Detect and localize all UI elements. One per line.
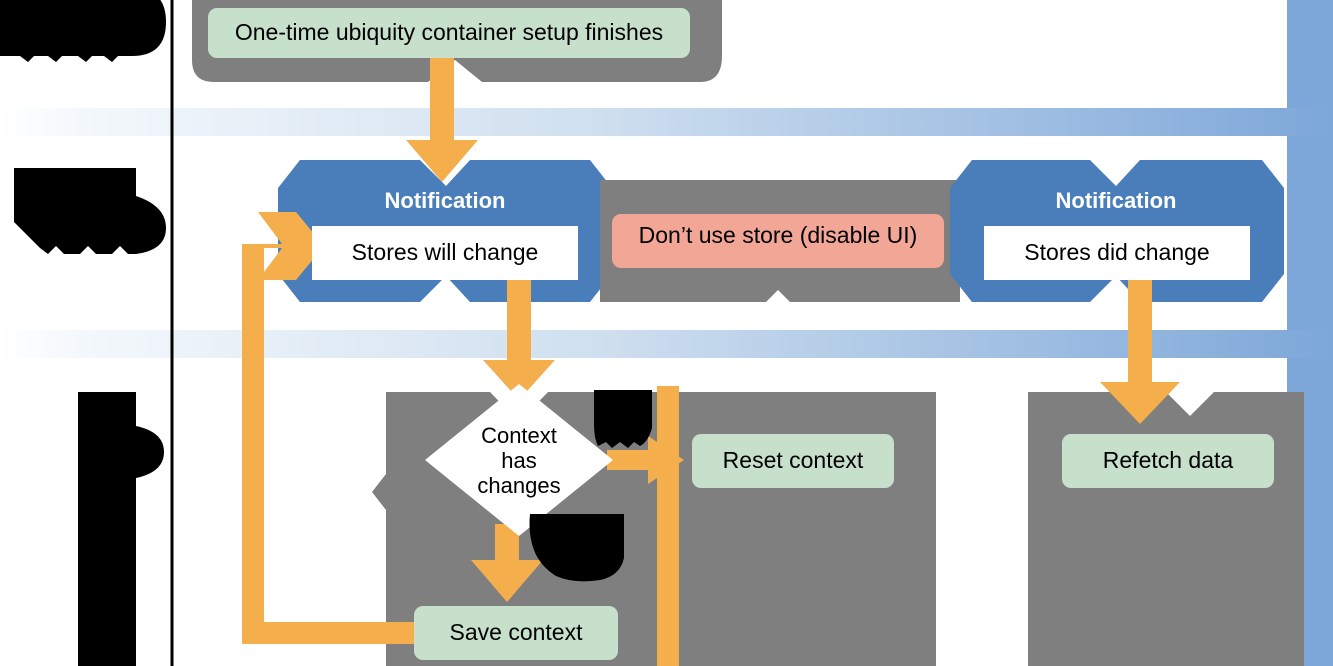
node-refetch-data[interactable] xyxy=(1062,434,1274,488)
group-notification-will-change-title: Notification xyxy=(385,188,506,213)
group-refetch-data xyxy=(1028,392,1304,666)
node-reset-context[interactable] xyxy=(692,434,894,488)
edge-did-change-to-refetch xyxy=(1100,276,1180,424)
edge-will-change-to-decision xyxy=(483,276,555,400)
node-reset-context-label: Reset context xyxy=(723,447,864,473)
node-setup-finishes-label: One-time ubiquity container setup finish… xyxy=(235,19,663,45)
node-save-context-label: Save context xyxy=(450,619,584,645)
node-stores-did-change[interactable] xyxy=(984,226,1250,280)
group-notification-did-change-title: Notification xyxy=(1056,188,1177,213)
lane-label-1-redacted xyxy=(0,0,166,62)
node-context-has-changes-line-3: changes xyxy=(477,473,560,498)
node-stores-did-change-label: Stores did change xyxy=(1024,239,1209,265)
node-dont-use-store[interactable] xyxy=(612,214,944,268)
node-context-has-changes-line-2: has xyxy=(501,448,536,473)
lane-label-2-redacted xyxy=(14,168,166,254)
node-context-has-changes-line-1: Context xyxy=(481,423,557,448)
node-stores-will-change-label: Stores will change xyxy=(352,239,539,265)
edge-save-context-loop-back xyxy=(242,212,414,644)
node-stores-will-change[interactable] xyxy=(312,226,578,280)
node-dont-use-store-label: Don’t use store (disable UI) xyxy=(639,222,918,248)
node-context-has-changes[interactable] xyxy=(425,384,613,536)
edge-label-no-redacted xyxy=(529,514,624,582)
node-save-context[interactable] xyxy=(414,606,618,660)
group-reset-context xyxy=(646,392,936,666)
edge-reset-context-down xyxy=(657,386,679,666)
lane-label-3-redacted xyxy=(78,392,164,666)
node-setup-finishes[interactable] xyxy=(208,8,690,58)
edge-decision-yes-to-save xyxy=(471,524,543,602)
edge-label-yes-redacted xyxy=(594,390,652,448)
edge-setup-to-will-change xyxy=(406,54,478,182)
swimlane-band-top xyxy=(0,108,1333,136)
swimlane-band-middle xyxy=(0,330,1333,358)
node-refetch-data-label: Refetch data xyxy=(1103,447,1234,473)
